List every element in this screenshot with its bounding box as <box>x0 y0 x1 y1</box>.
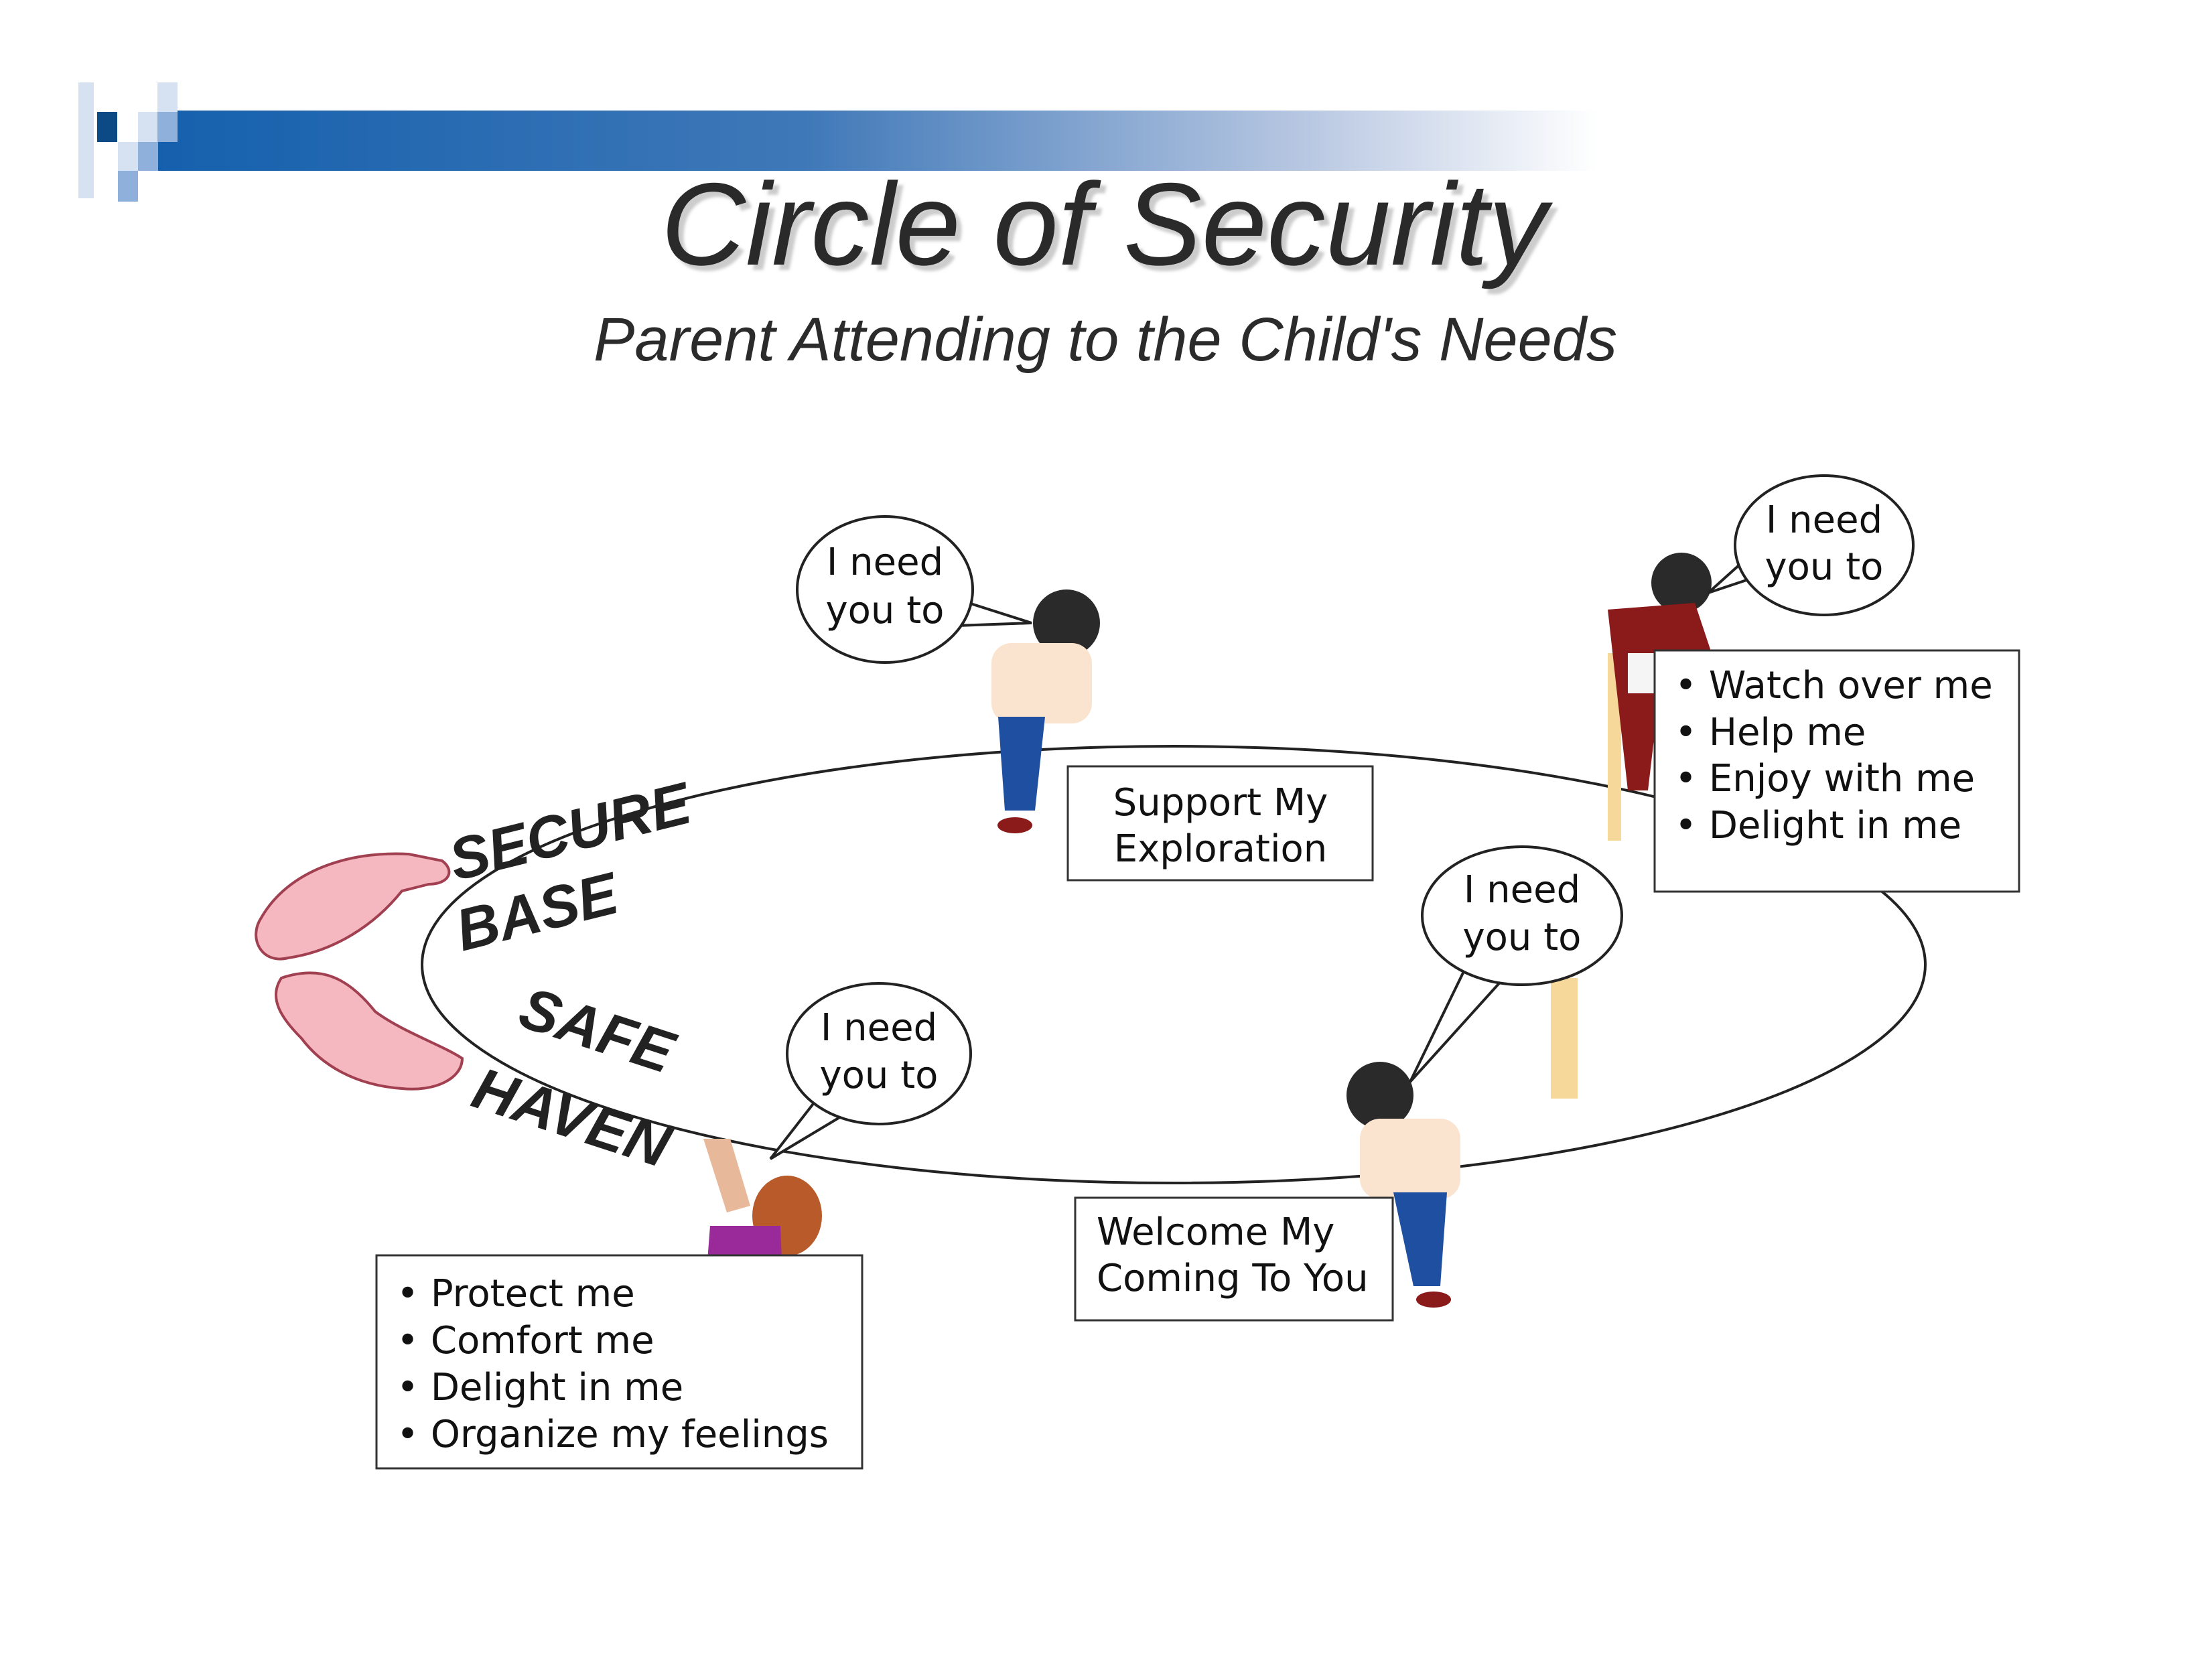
security-circle <box>421 745 1927 1184</box>
need-item: • Watch over me <box>1675 664 1993 707</box>
need-item: • Comfort me <box>397 1319 654 1363</box>
bubble-line: I need <box>1464 868 1580 912</box>
need-item: • Delight in me <box>1675 804 1961 847</box>
bubble-line: I need <box>1766 498 1882 542</box>
need-item: • Delight in me <box>397 1366 683 1409</box>
need-item: • Help me <box>1675 711 1866 754</box>
speech-bubble: I need you to <box>769 982 972 1160</box>
lower-hand-icon <box>274 971 464 1091</box>
speech-bubble: I need you to <box>1409 845 1623 1083</box>
page-title: Circle of Security <box>661 159 1553 290</box>
need-item: • Enjoy with me <box>1675 757 1975 800</box>
need-item: • Protect me <box>397 1272 635 1316</box>
box-line: Exploration <box>1114 827 1328 871</box>
child-returning-icon <box>1346 978 1578 1308</box>
child-exploring-icon <box>991 589 1100 833</box>
speech-bubble: I need you to <box>796 515 1032 664</box>
support-exploration-box: Support My Exploration <box>1066 765 1374 882</box>
welcome-coming-box: Welcome My Coming To You <box>1074 1196 1394 1322</box>
upper-hand-icon <box>255 852 451 961</box>
bubble-line: you to <box>826 589 945 632</box>
top-needs-box: • Watch over me • Help me • Enjoy with m… <box>1653 649 2020 893</box>
box-line: Support My <box>1113 781 1328 825</box>
header-bar <box>78 82 1598 202</box>
bubble-line: I need <box>821 1006 937 1050</box>
bubble-line: I need <box>827 541 943 584</box>
bubble-line: you to <box>1463 916 1582 959</box>
speech-bubble: I need you to <box>1707 474 1915 616</box>
box-line: Welcome My <box>1097 1210 1334 1254</box>
box-line: Coming To You <box>1097 1257 1369 1300</box>
safe-label: SAFE <box>512 974 683 1086</box>
bubble-line: you to <box>1765 545 1884 589</box>
page-subtitle: Parent Attending to the Child's Needs <box>594 305 1617 374</box>
bubble-line: you to <box>820 1054 939 1097</box>
bottom-needs-box: • Protect me • Comfort me • Delight in m… <box>375 1254 863 1470</box>
need-item: • Organize my feelings <box>397 1413 829 1456</box>
